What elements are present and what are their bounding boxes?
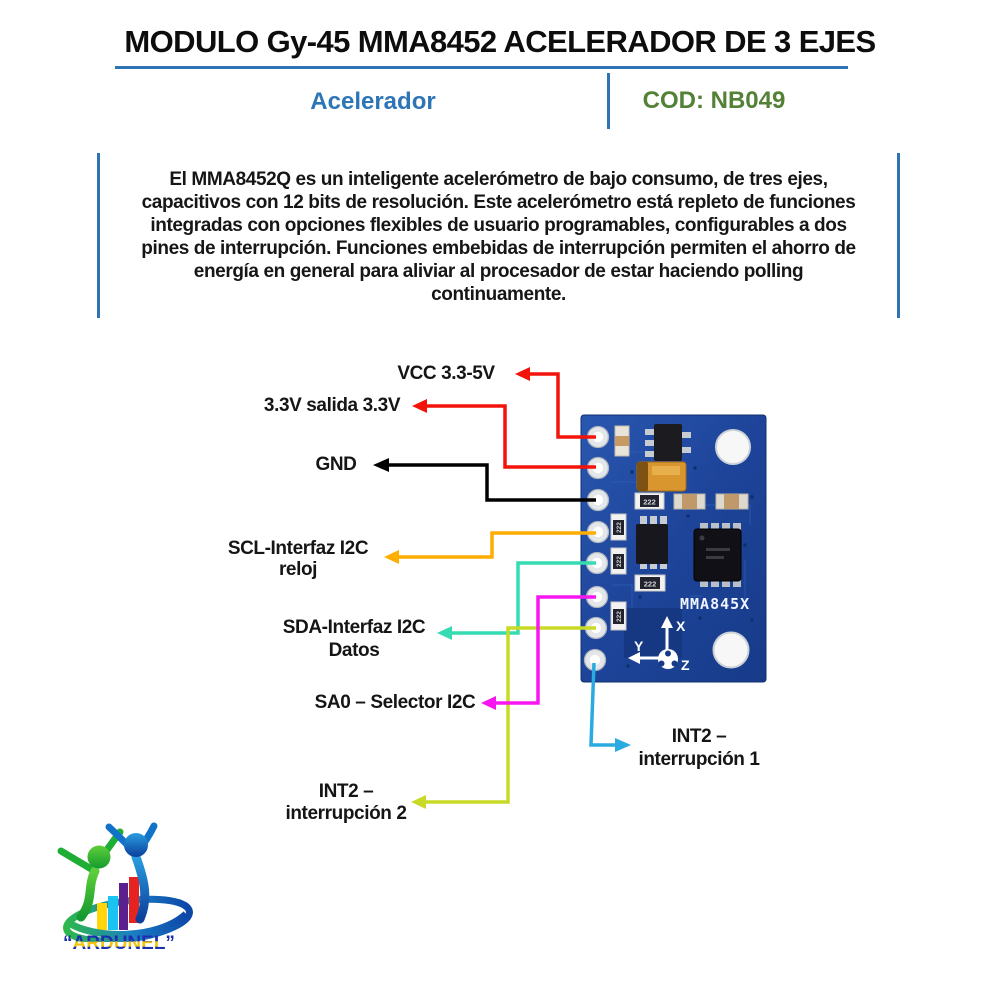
resistor-code: 222 (616, 556, 623, 567)
axis-z-label: Z (681, 657, 690, 673)
axis-x-arrow (661, 616, 673, 628)
resistor: 222 (634, 492, 665, 510)
resistor-code: 222 (643, 498, 656, 507)
subtitle-divider (607, 73, 610, 129)
wire-int1 (589, 662, 631, 752)
arrowhead-v33out (412, 399, 427, 413)
arrowhead-sa0 (481, 696, 496, 710)
accelerometer-ic (693, 523, 742, 587)
pin-label-scl: SCL-Interfaz I2C reloj (227, 538, 369, 580)
wire-v33out (412, 399, 596, 469)
axis-y-label: Y (634, 638, 644, 654)
logo-bar-chart (97, 877, 139, 930)
title-underline (115, 66, 848, 69)
pin-label-gnd: GND (315, 454, 357, 475)
capacitor (673, 493, 706, 510)
axis-indicator: X Y Z (628, 616, 690, 673)
description-line: pines de interrupción. Funciones embebid… (141, 238, 856, 259)
mounting-hole (712, 631, 750, 669)
arrowhead-int1 (615, 738, 631, 752)
pin-label-vcc: VCC 3.3-5V (397, 363, 495, 384)
description-line: energía en general para aliviar al proce… (193, 261, 804, 282)
logic-ic (636, 516, 668, 569)
resistor: 222 (634, 574, 666, 592)
resistor-code: 222 (616, 611, 623, 622)
arrowhead-scl (384, 550, 399, 564)
capacitor (614, 425, 630, 457)
page-title: MODULO Gy-45 MMA8452 ACELERADOR DE 3 EJE… (124, 24, 876, 59)
pin-label-sa0: SA0 – Selector I2C (314, 692, 476, 713)
pin-label-int1: INT2 – interrupción 1 (638, 726, 760, 770)
description-line: capacitivos con 12 bits de resolución. E… (141, 192, 856, 213)
arrowhead-int2 (411, 795, 426, 809)
arrowhead-sda (437, 626, 452, 640)
axis-x-label: X (676, 618, 686, 634)
arrowhead-vcc (515, 367, 530, 381)
pcb-footprint-patch (624, 608, 682, 658)
pin-hole (585, 585, 609, 609)
pin-label-sda: SDA-Interfaz I2C Datos (282, 617, 426, 661)
brand-logo (57, 822, 193, 942)
wire-vcc (515, 367, 596, 439)
silkscreen-chip-label: MMA845X (680, 595, 750, 613)
pin-hole (586, 425, 610, 449)
description-line: El MMA8452Q es un inteligente acelerómet… (169, 169, 828, 190)
logo-figure-blue (105, 822, 158, 924)
description-line: integradas con opciones flexibles de usu… (150, 215, 847, 236)
wire-gnd (373, 458, 596, 502)
product-code: COD: NB049 (642, 87, 786, 114)
pin-label-int2: INT2 – interrupción 2 (285, 781, 407, 824)
description-panel: El MMA8452Q es un inteligente acelerómet… (97, 153, 900, 318)
resistor: 222 (610, 513, 627, 541)
pin-hole (586, 488, 610, 512)
resistor-code: 222 (644, 580, 657, 589)
tantalum-capacitor (636, 461, 687, 492)
arrowhead-gnd (373, 458, 389, 472)
wire-sa0 (481, 595, 596, 710)
category-label: Acelerador (310, 88, 436, 115)
resistor: 222 (610, 547, 627, 575)
voltage-regulator-ic (645, 424, 691, 461)
pcb-vias (626, 466, 754, 668)
description-line: continuamente. (431, 284, 566, 305)
capacitor (715, 493, 749, 510)
pcb-board: 222 222 222 222 (580, 414, 767, 683)
axis-y-arrow (628, 652, 640, 664)
mounting-hole (715, 429, 751, 465)
wire-scl (384, 531, 596, 564)
brand-logo-text: “ARDUNEL” (45, 933, 193, 955)
pin-holes (583, 425, 610, 672)
wire-int2 (411, 626, 596, 809)
resistor: 222 (610, 601, 627, 631)
wire-sda (437, 561, 596, 640)
wires (373, 367, 631, 809)
resistor-code: 222 (616, 522, 623, 533)
logo-swoosh-front (63, 911, 189, 938)
pin-label-v33out: 3.3V salida 3.3V (263, 395, 401, 416)
